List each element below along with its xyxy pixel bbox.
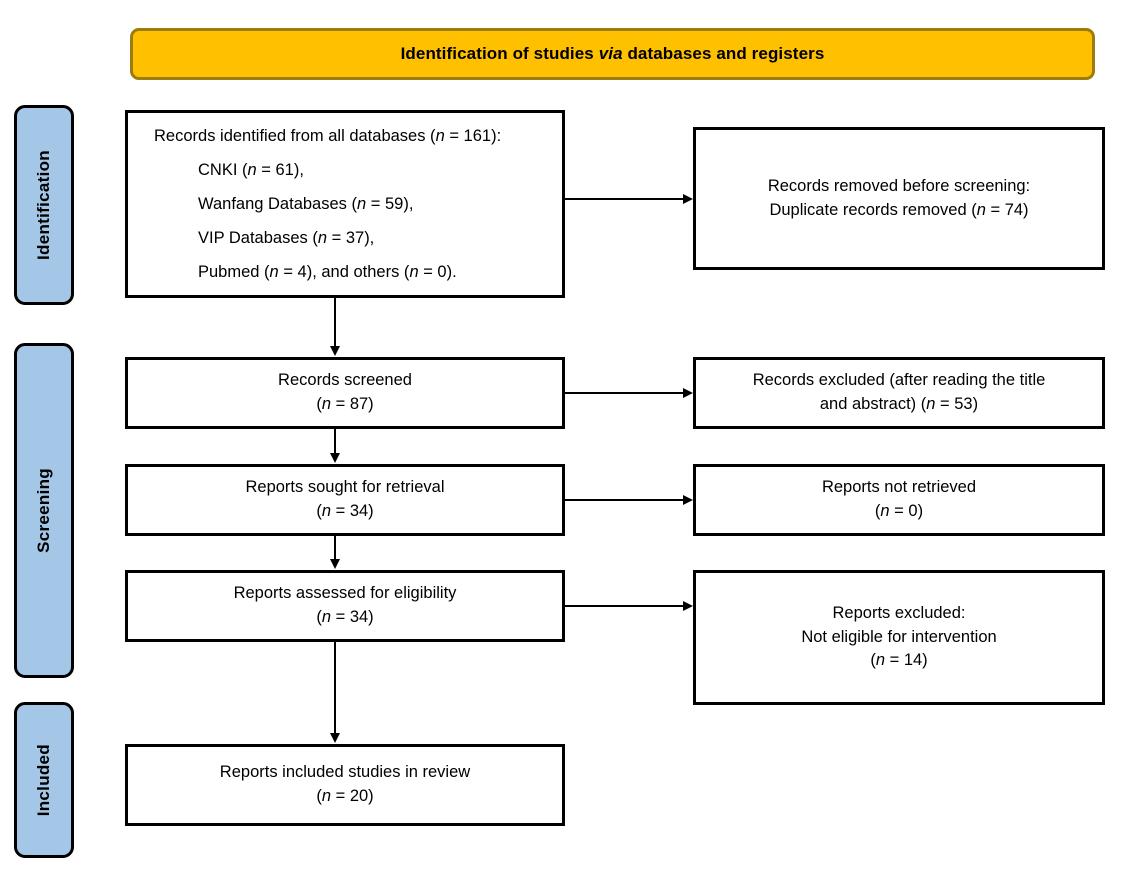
records-identified-line-1: Records identified from all databases (n… <box>154 126 502 145</box>
banner-text-before: Identification of studies <box>400 44 599 63</box>
arrow-assessed-to-reports-excluded-head-icon <box>683 601 693 611</box>
reports-excluded-line-3: (n = 14) <box>870 651 928 670</box>
box-records-removed: Records removed before screening: Duplic… <box>693 127 1105 270</box>
box-records-screened: Records screened (n = 87) <box>125 357 565 429</box>
records-excluded-line-1: Records excluded (after reading the titl… <box>752 371 1046 390</box>
stage-tab-screening-label: Screening <box>34 468 53 553</box>
box-reports-assessed: Reports assessed for eligibility (n = 34… <box>125 570 565 642</box>
reports-included-line-1: Reports included studies in review <box>219 763 471 782</box>
records-identified-line-5: Pubmed (n = 4), and others (n = 0). <box>198 263 457 282</box>
reports-assessed-line-2: (n = 34) <box>316 608 374 626</box>
arrow-sought-to-assessed-head-icon <box>330 559 340 569</box>
records-identified-line-2: CNKI (n = 61), <box>198 160 304 179</box>
records-screened-line-2: (n = 87) <box>316 395 374 413</box>
arrow-screened-to-sought-head-icon <box>330 453 340 463</box>
banner-text: Identification of studies via databases … <box>401 44 825 64</box>
arrow-assessed-to-included <box>334 642 336 734</box>
box-reports-included: Reports included studies in review (n = … <box>125 744 565 826</box>
records-excluded-line-2: and abstract) (n = 53) <box>819 395 979 413</box>
box-records-excluded: Records excluded (after reading the titl… <box>693 357 1105 429</box>
records-removed-line-1: Records removed before screening: <box>767 176 1031 195</box>
reports-assessed-line-1: Reports assessed for eligibility <box>233 584 457 603</box>
arrow-sought-to-assessed <box>334 536 336 561</box>
arrow-identified-to-removed <box>565 198 684 200</box>
diagram-title-banner: Identification of studies via databases … <box>130 28 1095 80</box>
arrow-assessed-to-included-head-icon <box>330 733 340 743</box>
stage-tab-included-label: Included <box>34 743 53 817</box>
reports-excluded-line-1: Reports excluded: <box>832 603 966 622</box>
stage-tab-screening: Screening <box>14 343 74 678</box>
reports-not-retrieved-line-1: Reports not retrieved <box>821 478 977 497</box>
reports-sought-line-2: (n = 34) <box>316 502 374 520</box>
box-records-identified: Records identified from all databases (n… <box>125 110 565 298</box>
stage-tab-identification-label: Identification <box>34 150 53 260</box>
records-screened-line-1: Records screened <box>278 371 412 390</box>
arrow-identified-to-removed-head-icon <box>683 194 693 204</box>
box-reports-sought: Reports sought for retrieval (n = 34) <box>125 464 565 536</box>
arrow-sought-to-not-retrieved <box>565 499 684 501</box>
box-reports-excluded: Reports excluded: Not eligible for inter… <box>693 570 1105 705</box>
banner-text-after: databases and registers <box>622 44 825 63</box>
arrow-screened-to-records-excluded-head-icon <box>683 388 693 398</box>
reports-excluded-line-2: Not eligible for intervention <box>801 627 997 646</box>
box-reports-not-retrieved: Reports not retrieved (n = 0) <box>693 464 1105 536</box>
reports-included-line-2: (n = 20) <box>316 787 374 805</box>
records-identified-line-4: VIP Databases (n = 37), <box>198 229 375 248</box>
arrow-screened-to-sought <box>334 429 336 454</box>
reports-sought-line-1: Reports sought for retrieval <box>245 478 445 497</box>
stage-tab-identification: Identification <box>14 105 74 305</box>
arrow-assessed-to-reports-excluded <box>565 605 684 607</box>
arrow-identified-to-screened <box>334 298 336 347</box>
records-identified-line-3: Wanfang Databases (n = 59), <box>198 194 414 213</box>
stage-tab-included: Included <box>14 702 74 858</box>
arrow-identified-to-screened-head-icon <box>330 346 340 356</box>
reports-not-retrieved-line-2: (n = 0) <box>874 502 924 520</box>
banner-text-italic: via <box>598 44 623 63</box>
arrow-screened-to-records-excluded <box>565 392 684 394</box>
records-removed-line-2: Duplicate records removed (n = 74) <box>769 200 1029 219</box>
arrow-sought-to-not-retrieved-head-icon <box>683 495 693 505</box>
